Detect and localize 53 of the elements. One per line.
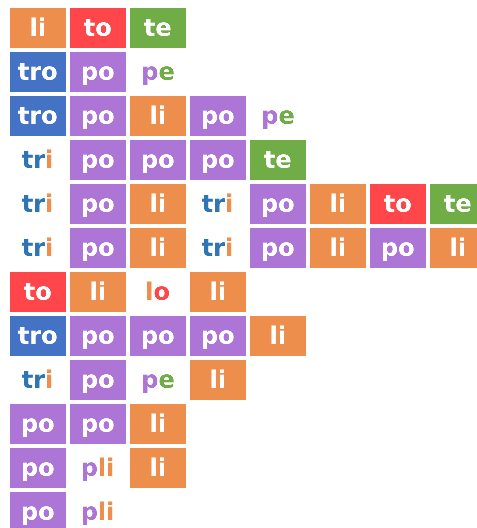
syllable-tile: li bbox=[130, 404, 186, 444]
syllable-text: pli bbox=[81, 492, 115, 528]
syllable-text: tri bbox=[22, 184, 54, 224]
syllable-tile: po bbox=[130, 316, 186, 356]
syllable-text: tri bbox=[22, 360, 54, 400]
syllable-tile: po bbox=[370, 228, 426, 268]
syllable-tile: li bbox=[310, 228, 366, 268]
syllable-tile: to bbox=[370, 184, 426, 224]
syllable-tile: te bbox=[430, 184, 477, 224]
syllable-tile: li bbox=[130, 184, 186, 224]
syllable-tile: po bbox=[70, 184, 126, 224]
syllable-tile: po bbox=[10, 492, 66, 528]
syllable-tile: po bbox=[70, 52, 126, 92]
syllable-text: pe bbox=[142, 360, 175, 400]
syllable-tile: li bbox=[310, 184, 366, 224]
syllable-tile: to bbox=[70, 8, 126, 48]
syllable-tile: li bbox=[70, 272, 126, 312]
syllable-tile: li bbox=[250, 316, 306, 356]
syllable-text: tri bbox=[22, 140, 54, 180]
syllable-tile: po bbox=[130, 140, 186, 180]
syllable-tile: li bbox=[130, 96, 186, 136]
syllable-tile: li bbox=[10, 8, 66, 48]
syllable-tile: tro bbox=[10, 316, 66, 356]
syllable-tile: po bbox=[70, 140, 126, 180]
syllable-tile: te bbox=[130, 8, 186, 48]
syllable-tile: tro bbox=[10, 52, 66, 92]
syllable-text: pli bbox=[81, 448, 115, 488]
syllable-tile: po bbox=[10, 448, 66, 488]
syllable-tile: tro bbox=[10, 96, 66, 136]
syllable-text: pe bbox=[142, 52, 175, 92]
syllable-text: tri bbox=[202, 184, 234, 224]
syllable-tile: po bbox=[190, 140, 246, 180]
syllable-tile: li bbox=[130, 448, 186, 488]
syllable-tile: li bbox=[190, 272, 246, 312]
syllable-tile: po bbox=[70, 404, 126, 444]
syllable-tile: po bbox=[250, 184, 306, 224]
syllable-tile: po bbox=[70, 360, 126, 400]
syllable-tile: li bbox=[430, 228, 477, 268]
syllable-tile: po bbox=[70, 316, 126, 356]
syllable-tile: li bbox=[130, 228, 186, 268]
syllable-tile: po bbox=[70, 228, 126, 268]
syllable-text: lo bbox=[146, 272, 170, 312]
syllable-tile: li bbox=[190, 360, 246, 400]
syllable-tile: po bbox=[10, 404, 66, 444]
syllable-tile: po bbox=[190, 316, 246, 356]
syllable-text: tri bbox=[202, 228, 234, 268]
syllable-tile: to bbox=[10, 272, 66, 312]
syllable-tile: po bbox=[190, 96, 246, 136]
syllable-text: pe bbox=[262, 96, 295, 136]
syllable-tile: te bbox=[250, 140, 306, 180]
syllable-tile: po bbox=[250, 228, 306, 268]
syllable-text: tri bbox=[22, 228, 54, 268]
syllable-tile: po bbox=[70, 96, 126, 136]
